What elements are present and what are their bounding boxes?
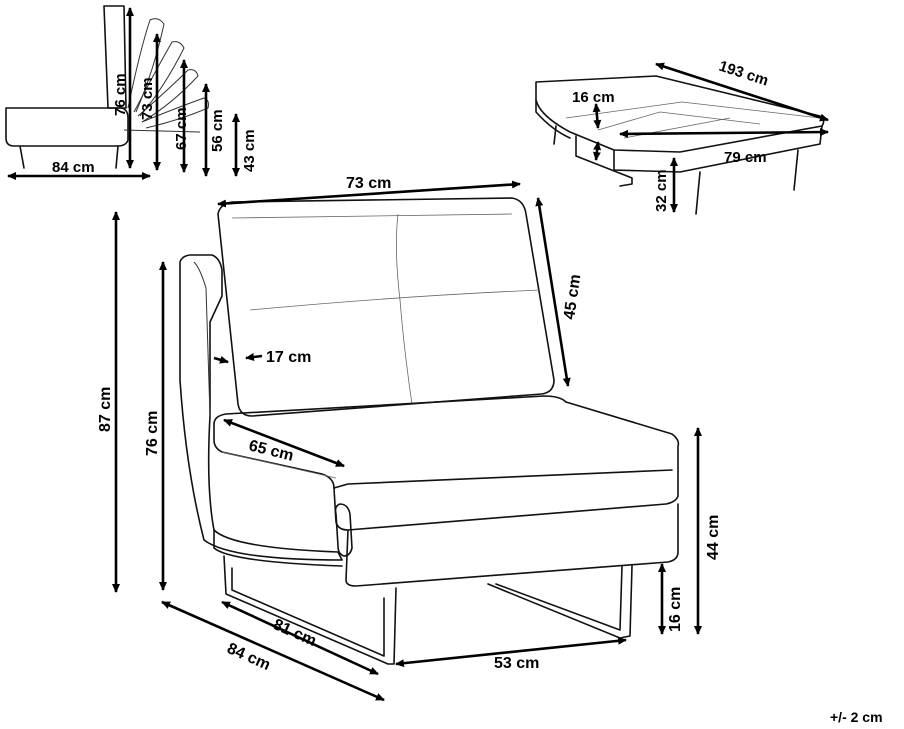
label-bed-16: 16 cm	[572, 89, 615, 106]
label-bed-32: 32 cm	[653, 169, 670, 212]
label-total-height: 87 cm	[97, 387, 114, 432]
label-depth-84: 84 cm	[224, 640, 272, 674]
dim-line-base-width	[395, 636, 627, 668]
label-recline-43: 43 cm	[241, 129, 258, 172]
dim-line-bed-16b	[592, 141, 602, 161]
label-bed-length: 193 cm	[717, 58, 771, 90]
label-base-width: 53 cm	[494, 655, 539, 672]
dim-line-arm-right	[245, 353, 263, 361]
label-recline-73: 73 cm	[139, 77, 156, 120]
label-recline-76: 76 cm	[112, 73, 129, 116]
dim-line-arm-left	[213, 355, 229, 364]
label-recline-56: 56 cm	[209, 109, 226, 152]
label-seat-height: 44 cm	[705, 515, 722, 560]
label-recline-67: 67 cm	[173, 107, 190, 150]
label-bed-79: 79 cm	[724, 149, 767, 166]
label-arm-height: 76 cm	[144, 411, 161, 456]
label-arm: 17 cm	[266, 349, 311, 366]
dim-line-width	[217, 180, 521, 208]
dim-line-seat-depth	[223, 418, 345, 468]
dim-line-bed-16	[592, 103, 602, 129]
label-depth-81: 81 cm	[270, 616, 318, 650]
label-leg-height: 16 cm	[667, 587, 684, 632]
tolerance-note: +/- 2 cm	[830, 709, 883, 725]
dim-line-back-height	[535, 197, 571, 387]
dim-line-bed-length	[655, 62, 829, 122]
label-width: 73 cm	[346, 175, 391, 192]
dim-line-depth-84	[161, 600, 385, 702]
dim-line-bed-79	[619, 128, 829, 138]
label-seat-depth: 65 cm	[247, 437, 295, 464]
dim-line-depth-81	[221, 600, 379, 676]
label-side-length: 84 cm	[52, 159, 95, 176]
label-back-height: 45 cm	[561, 273, 584, 320]
